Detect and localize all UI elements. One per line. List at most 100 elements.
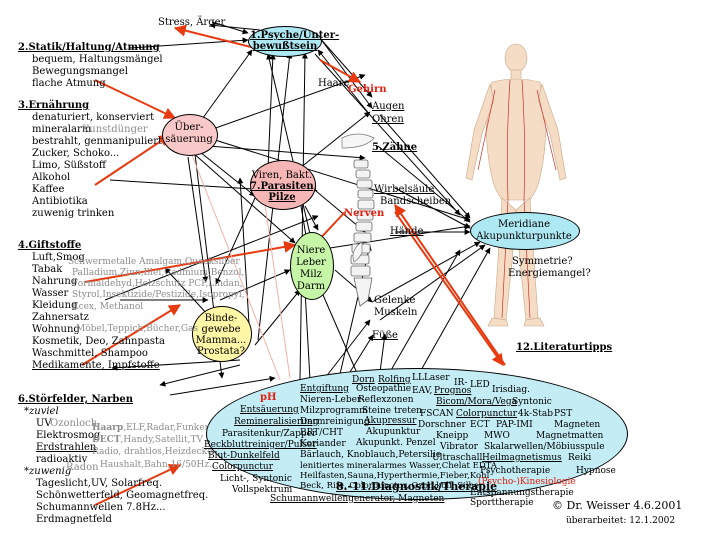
diag-4kstab: 4k-Stab [518, 409, 553, 419]
bindegewebe-label-3: Mamma... [195, 335, 247, 346]
bindegewebe-label-2: gewebe [201, 324, 241, 335]
stoer-gray-bold-1: Haarp [92, 423, 124, 433]
meridiane-node[interactable] [470, 212, 580, 250]
diagnostik-node[interactable] [206, 368, 628, 500]
giftstoffe-item-9: Waschmittel, Shampoo [32, 348, 148, 359]
stoer-item-1: UV [36, 418, 52, 429]
diag-left-5: Blut-Dunkelfeld [208, 451, 280, 461]
diag-left-9: Schumannwellengenerator, Magneten [270, 494, 445, 504]
uebersaeuerung-node[interactable] [162, 114, 218, 156]
psyche-node[interactable] [248, 26, 322, 57]
zuwenig-item-3: Schumannwellen 7.8Hz... [36, 502, 166, 513]
bindegewebe-node[interactable] [192, 306, 252, 362]
statik-item-3: flache Atmung [32, 78, 106, 89]
ozonloch-label: Ozonloch [50, 418, 98, 429]
diag-fscan: FSCAN [420, 409, 454, 419]
diag-osteopathie: Osteopathie [356, 384, 412, 394]
zuwenig-label: *zuwenig [24, 466, 72, 477]
literatur-link[interactable]: 12.Literaturtipps [516, 342, 613, 353]
ernaehrung-item-8: Antibiotika [32, 196, 88, 207]
ernaehrung-item-2: mineralarm [32, 124, 92, 135]
gelenke-label-2: Muskeln [374, 307, 418, 318]
diag-nieren: Nieren-Leber- [300, 395, 365, 405]
diag-left-2: Remineralisierung [234, 417, 319, 427]
diag-steine: Steine treten [362, 406, 422, 416]
diag-milzprogramm: Milzprogramm [300, 406, 368, 416]
ernaehrung-item-5: Limo, Süßstoff [32, 160, 106, 171]
diag-left-7: Licht-, Syntonic [220, 474, 292, 484]
diag-kneipp: Kneipp [436, 431, 469, 441]
uebersaeuerung-label-2: säuerung [165, 134, 213, 145]
ph-label: pH [260, 392, 277, 403]
parasiten-label-2: 7.Parasiten, [250, 181, 318, 192]
stoer-gray-row-1: Haarp,ELF,Radar,Funker [92, 423, 209, 433]
diag-colorpunctur: Colorpunctur [456, 409, 518, 419]
ohren-label: Ohren [372, 114, 404, 125]
giftstoffe-gray-5: Ecex, Methanol [72, 302, 144, 312]
stoer-gray-rest-1: ,ELF,Radar,Funker [123, 423, 209, 433]
psyche-label-1: 1.Psyche/Unter- [250, 30, 340, 41]
giftstoffe-gray-4: Styrol,Insektizide/Pestizide,Isopropyl, [72, 290, 245, 300]
statik-heading: 2.Statik/Haltung/Atmung [18, 42, 160, 53]
diag-left-6: Colorpunctur [212, 462, 274, 472]
ernaehrung-item-7: Kaffee [32, 184, 65, 195]
haende-label: Hände [390, 226, 424, 237]
diag-magneten: Magneten [554, 420, 601, 430]
organe-node[interactable] [290, 232, 334, 300]
parasiten-node[interactable] [250, 160, 316, 210]
bandscheiben-label: Bandscheiben [380, 196, 452, 207]
diag-heilmagnetismus: Heilmagnetismus [482, 453, 562, 463]
organe-label-2: Leber [296, 257, 326, 268]
giftstoffe-gray-3: Formaldehyd,Holzschutz PCP,Lindan, [72, 279, 243, 289]
giftstoffe-item-6: Zahnersatz [32, 312, 89, 323]
diag-dorn: Dorn [352, 375, 375, 385]
diag-syntonic: Syntonic [512, 397, 552, 407]
giftstoffe-item-1: Luft,Smog [32, 252, 85, 263]
giftstoffe-gray-6: Möbel,Teppich,Bücher,Gas [76, 324, 199, 334]
red-arrows [81, 24, 506, 506]
bindegewebe-label-4: Prostata? [197, 346, 245, 357]
nerven-label: Nerven [344, 208, 385, 219]
diag-hypnose: Hypnose [576, 466, 616, 476]
diag-penzel: Akupunkt. Penzel [356, 438, 436, 448]
diag-left-3: Parasitenkur/Zapper [222, 429, 316, 439]
stress-label: Stress, Ärger [158, 17, 226, 28]
wirbelsaeule-label: Wirbelsäule [374, 184, 435, 195]
stoer-item-3: Erdstrahlen [36, 442, 97, 453]
black-arrows [104, 21, 491, 396]
parasiten-label-3: Pilze [268, 192, 296, 203]
diag-akupunktur: Akupunktur [366, 427, 421, 437]
diag-reiki: Reiki [568, 453, 592, 463]
spine-column [350, 159, 375, 307]
gelenke-label-1: Gelenke [374, 295, 416, 306]
zuwenig-item-4: Erdmagnetfeld [36, 514, 112, 525]
ear-teeth-sketch [341, 133, 375, 263]
statik-item-1: bequem, Haltungsmängel [32, 54, 163, 65]
stoer-gray-row-3: Radio, drahtlos,Heizdecke [92, 447, 213, 457]
ernaehrung-heading: 3.Ernährung [18, 100, 90, 111]
diag-koriander: Koriander [300, 439, 346, 449]
giftstoffe-gray-1: Schwermetalle Amalgam,Quecksilber [68, 257, 240, 267]
diag-brt: BRT/CHT [300, 428, 344, 438]
ernaehrung-item-9: zuwenig trinken [32, 208, 115, 219]
diagnostik-title: 8.-11.Diagnostik/Therapie [336, 480, 498, 493]
diag-sporttherapie: Sporttherapie [470, 498, 534, 508]
diag-kinesiologie: (Psycho-)Kinesiologie [478, 477, 576, 487]
meridiane-label-1: Meridiane [497, 219, 551, 230]
ernaehrung-item-3: bestrahlt, genmanipuliert [32, 136, 163, 147]
parasiten-label-1: Viren, Bakt. [251, 170, 313, 181]
giftstoffe-item-4: Wasser [32, 288, 69, 299]
diag-led: LED [470, 380, 490, 390]
giftstoffe-item-10: Medikamente, Impfstoffe [32, 360, 160, 371]
giftstoffe-item-7: Wohnung [32, 324, 80, 335]
diag-pst: PST [554, 409, 573, 419]
bindegewebe-label-1: Binde- [204, 313, 238, 324]
diag-rolfing: Rolfing [378, 375, 411, 385]
meridian-lines [477, 79, 557, 319]
diag-ultraschall: Ultraschall [432, 453, 483, 463]
diag-darmreinigung: Darmreinigung [300, 417, 370, 427]
diag-baerlauch: Bärlauch, Knoblauch,Petersilie [300, 450, 442, 460]
statik-item-2: Bewegungsmangel [32, 66, 128, 77]
copyright-label: © Dr. Weisser 4.6.2001 [552, 499, 683, 512]
diag-left-3-text: Parasitenkur/Zapper [222, 429, 317, 439]
